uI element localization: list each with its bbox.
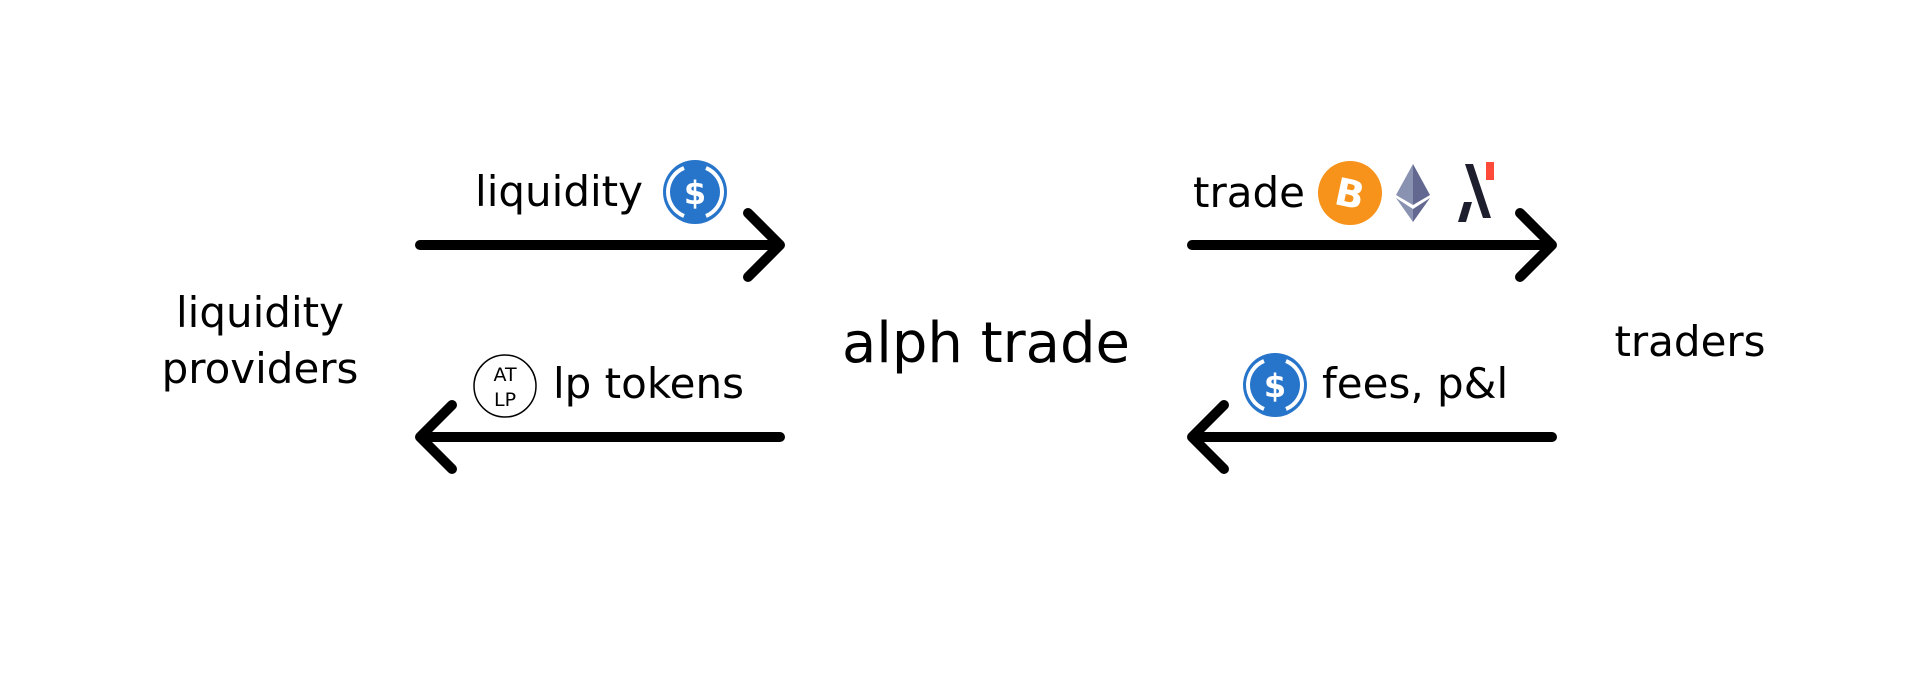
ethereum-icon	[1396, 164, 1430, 222]
arrow-lp-tokens	[415, 400, 785, 474]
alephium-icon	[1458, 162, 1494, 222]
svg-text:AT: AT	[493, 364, 517, 386]
usdc-icon: $	[1243, 353, 1307, 417]
usdc-icon: $	[663, 160, 727, 224]
node-alph-trade: alph trade	[842, 311, 1130, 376]
node-traders: traders	[1614, 317, 1765, 366]
svg-text:$: $	[1264, 367, 1286, 405]
edge-lp-tokens-label: lp tokens	[553, 359, 744, 408]
arrow-fees	[1187, 400, 1557, 474]
node-liquidity-providers-line2: providers	[162, 344, 359, 393]
arrow-liquidity	[415, 208, 785, 282]
edge-trade-label: trade	[1193, 168, 1305, 217]
edge-liquidity-label: liquidity	[475, 167, 643, 216]
bitcoin-icon: B	[1318, 161, 1382, 225]
lp-token-icon: AT LP	[473, 354, 537, 418]
svg-text:LP: LP	[494, 389, 516, 411]
edge-fees-label: fees, p&l	[1322, 359, 1508, 408]
arrow-trade	[1187, 208, 1557, 282]
svg-text:$: $	[684, 174, 706, 212]
node-liquidity-providers-line1: liquidity	[176, 288, 344, 337]
